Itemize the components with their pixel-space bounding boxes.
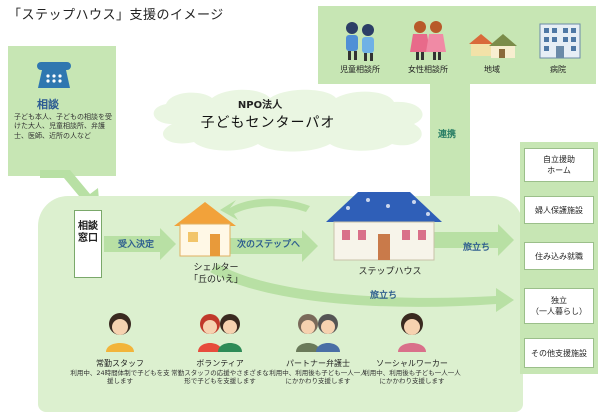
destination-item: 自立援助 ホーム <box>524 148 594 182</box>
npo-center-name: 子どもセンターパオ <box>178 112 358 132</box>
shelter-label: シェルター 「丘のいえ」 <box>176 263 256 286</box>
staff-social-worker: ソーシャルワーカー 利用中、利用後も子ども一人一人にかかわり支援します <box>362 310 462 386</box>
flow-arrows <box>100 198 530 318</box>
staff-avatar-icon <box>192 310 248 352</box>
page-title: 「ステップハウス」支援のイメージ <box>8 4 224 23</box>
staff-note: 利用中、利用後も子ども一人一人にかかわり支援します <box>268 369 368 386</box>
staff-note: 常勤スタッフの応援やさまざまな形で子どもを支援します <box>170 369 270 386</box>
destination-item: 婦人保護施設 <box>524 196 594 224</box>
destination-item: 住み込み就職 <box>524 242 594 270</box>
partner-label: 地域 <box>458 64 526 75</box>
staff-note: 利用中、利用後も子ども一人一人にかかわり支援します <box>362 369 462 386</box>
destination-label: 婦人保護施設 <box>525 205 593 216</box>
partner-women-icon <box>398 18 458 66</box>
departure-label: 旅立ち <box>463 240 490 253</box>
staff-avatar-icon <box>100 310 140 352</box>
accept-decision-label: 受入決定 <box>118 237 154 250</box>
next-step-label: 次のステップへ <box>237 237 300 250</box>
partners-panel: 児童相談所 女性相談所 地域 病院 <box>318 6 596 84</box>
staff-full-time: 常勤スタッフ 利用中、24時間体制で子どもを支援します <box>70 310 170 386</box>
shelter-house-icon <box>170 198 240 260</box>
destination-sublabel: ホーム <box>525 165 593 176</box>
destination-item: その他支援施設 <box>524 338 594 368</box>
consultation-note: 子ども本人、子どもの相談を受けた大人、児童相談所、弁護士、医師、近所の人など <box>14 113 114 141</box>
partner-hospital-icon <box>530 18 590 66</box>
staff-avatar-icon <box>392 310 432 352</box>
destination-item: 独立 （一人暮らし） <box>524 288 594 324</box>
destination-label: 独立 <box>525 295 593 306</box>
consultation-window: 相談窓口 <box>74 210 102 278</box>
staff-lawyer: パートナー弁護士 利用中、利用後も子ども一人一人にかかわり支援します <box>268 310 368 386</box>
destination-sublabel: （一人暮らし） <box>525 306 593 317</box>
shelter-name: シェルター <box>176 263 256 275</box>
partner-label: 病院 <box>524 64 592 75</box>
step-house-icon <box>318 188 448 264</box>
staff-avatar-icon <box>290 310 346 352</box>
staff-title: ソーシャルワーカー <box>362 358 462 369</box>
departure-label: 旅立ち <box>370 288 397 301</box>
partner-children-icon <box>330 18 390 66</box>
staff-title: パートナー弁護士 <box>268 358 368 369</box>
staff-title: 常勤スタッフ <box>70 358 170 369</box>
telephone-icon <box>34 56 74 92</box>
partner-town-icon <box>464 18 524 66</box>
npo-name: NPO法人 <box>200 96 320 111</box>
step-house-label: ステップハウス <box>340 264 440 277</box>
staff-note: 利用中、24時間体制で子どもを支援します <box>70 369 170 386</box>
shelter-nickname: 「丘のいえ」 <box>176 275 256 287</box>
consultation-title: 相談 <box>37 96 59 112</box>
destination-label: その他支援施設 <box>525 348 593 359</box>
destination-label: 住み込み就職 <box>525 251 593 262</box>
partner-label: 女性相談所 <box>394 64 462 75</box>
partner-label: 児童相談所 <box>326 64 394 75</box>
staff-volunteer: ボランティア 常勤スタッフの応援やさまざまな形で子どもを支援します <box>170 310 270 386</box>
destination-label: 自立援助 <box>525 154 593 165</box>
staff-title: ボランティア <box>170 358 270 369</box>
